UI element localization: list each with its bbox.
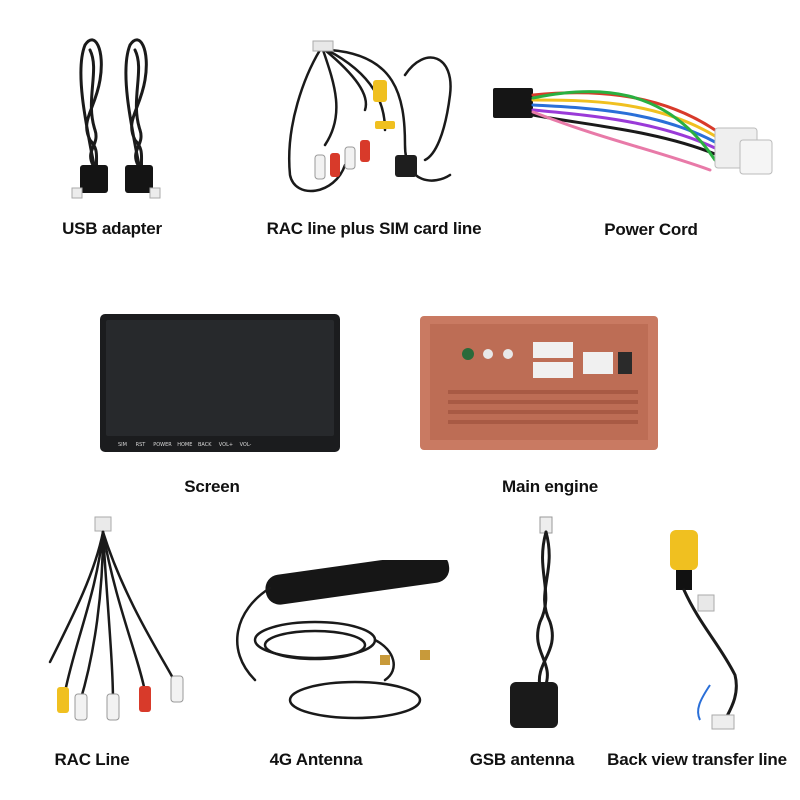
screen-image: SIM RST POWER HOME BACK VOL+ VOL- xyxy=(100,312,344,452)
antenna-4g-image xyxy=(225,560,455,730)
rac-sim-line-label: RAC line plus SIM card line xyxy=(266,219,482,238)
rac-sim-line-image xyxy=(275,35,475,205)
back-view-line-label: Back view transfer line xyxy=(607,750,787,769)
screen-button-label: VOL- xyxy=(240,442,252,448)
screen-button-label: SIM xyxy=(118,442,127,448)
rac-line-label: RAC Line xyxy=(54,750,130,769)
screen-button-label: VOL+ xyxy=(219,442,233,448)
power-cord-image xyxy=(485,70,785,200)
screen-button-label: POWER xyxy=(153,442,172,448)
rac-line-image xyxy=(35,512,205,732)
screen-button-label: RST xyxy=(136,442,147,448)
power-cord-label: Power Cord xyxy=(604,220,698,239)
main-engine-label: Main engine xyxy=(501,477,599,496)
screen-button-label: BACK xyxy=(198,442,212,448)
usb-adapter-label: USB adapter xyxy=(62,219,162,238)
screen-button-label: HOME xyxy=(177,442,192,448)
antenna-4g-label: 4G Antenna xyxy=(269,750,363,769)
screen-label: Screen xyxy=(184,477,240,496)
main-engine-image xyxy=(418,312,663,452)
usb-adapter-image xyxy=(55,30,175,210)
gsb-antenna-label: GSB antenna xyxy=(469,750,575,769)
back-view-line-image xyxy=(640,525,760,745)
gsb-antenna-image xyxy=(495,512,585,742)
